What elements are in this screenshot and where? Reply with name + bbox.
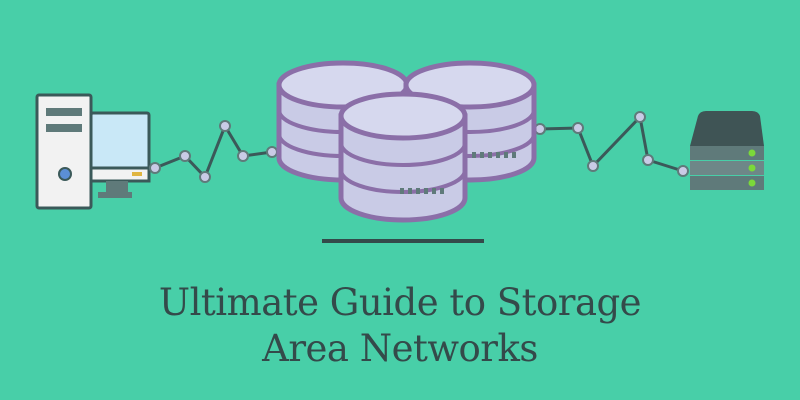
database-cylinder-front <box>338 91 468 223</box>
status-led <box>748 179 756 187</box>
database-cylinders-icon <box>276 60 537 223</box>
link-node <box>634 111 646 123</box>
link-node <box>237 150 249 162</box>
link-node <box>266 146 278 158</box>
status-led <box>748 164 756 172</box>
link-node <box>642 154 654 166</box>
desktop-computer-icon <box>35 93 151 210</box>
link-node <box>587 160 599 172</box>
link-node <box>149 162 161 174</box>
network-link-right <box>534 111 689 177</box>
link-node <box>572 122 584 134</box>
link-node <box>677 165 689 177</box>
storage-server-icon <box>690 111 764 190</box>
link-node <box>219 120 231 132</box>
divider-line <box>322 239 484 243</box>
link-node <box>199 171 211 183</box>
title-line-1: Ultimate Guide to Storage <box>158 281 642 324</box>
title-line-2: Area Networks <box>262 327 538 370</box>
page-title: Ultimate Guide to Storage Area Networks <box>0 280 800 372</box>
status-led <box>748 149 756 157</box>
network-link-left <box>149 120 278 183</box>
link-node <box>179 150 191 162</box>
